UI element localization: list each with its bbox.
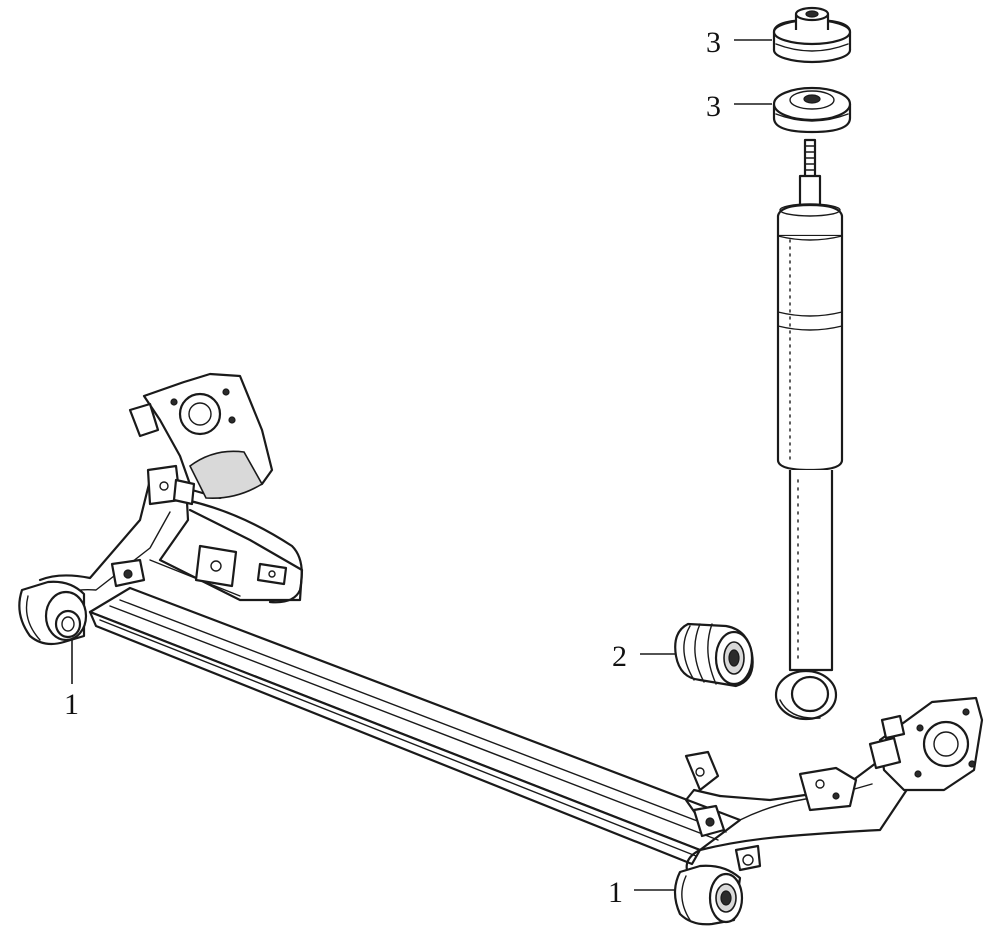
shock-absorber xyxy=(774,138,844,721)
twist-beam-axle xyxy=(38,372,984,880)
callout-top-bushing-upper: 3 xyxy=(706,26,772,59)
axle-bushing-right xyxy=(673,864,744,926)
callout-axle-bushing-right: 1 xyxy=(608,876,676,909)
callout-shock-lower-bushing: 2 xyxy=(612,640,676,673)
callout-label: 2 xyxy=(612,640,627,673)
callout-label: 3 xyxy=(706,26,721,59)
callout-top-bushing-lower: 3 xyxy=(706,90,772,123)
top-mount-bushing-upper xyxy=(772,6,852,64)
callout-label: 1 xyxy=(608,876,623,909)
callout-axle-bushing-left: 1 xyxy=(64,640,79,721)
axle-bushing-left xyxy=(18,580,88,646)
callout-label: 3 xyxy=(706,90,721,123)
shock-lower-bushing xyxy=(674,622,754,688)
top-mount-bushing-lower xyxy=(772,86,852,134)
callout-label: 1 xyxy=(64,688,79,721)
